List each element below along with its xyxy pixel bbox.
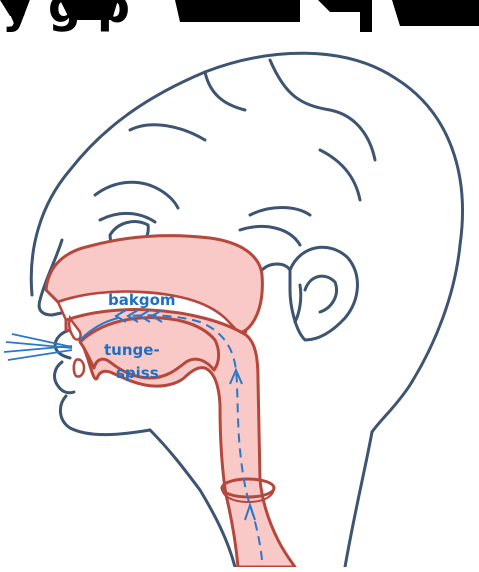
hair-line-1 [205,72,245,110]
neck-back [345,432,372,567]
lower-teeth [74,359,84,376]
ear-lobe [295,285,301,322]
cropped-title: y g p [0,0,479,33]
chin [60,396,150,435]
eyelid [100,213,155,222]
hair-line-2 [270,60,375,160]
label-tunge-line2: spiss [116,364,159,382]
brow [95,182,178,208]
ear-inner [305,276,337,312]
hair-line-5 [250,208,310,216]
hair-line-4 [320,150,360,200]
lower-lip [55,362,74,393]
title-glyph-4 [318,0,372,32]
jaw-line [262,264,290,270]
title-glyph-2 [60,0,118,20]
title-glyph-5 [392,0,479,26]
hair-line-6 [240,226,300,245]
hair-line-3 [130,125,205,140]
label-tunge-line1: tunge- [104,341,160,359]
vocal-tract [46,236,295,567]
label-bakgom: bakgom [108,291,176,309]
title-glyph-3 [175,0,300,22]
